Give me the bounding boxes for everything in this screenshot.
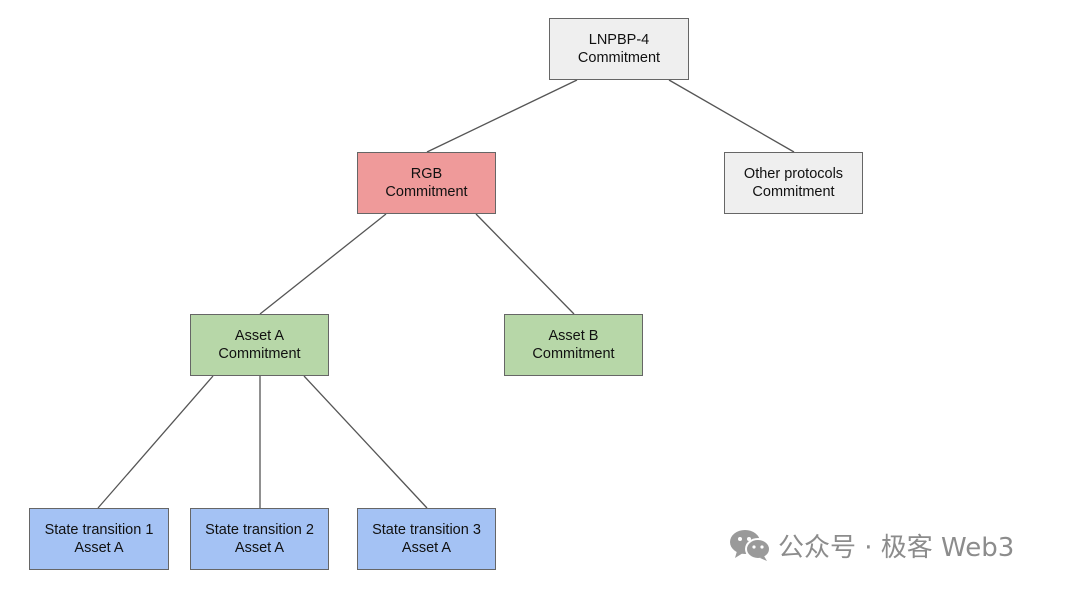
watermark-text: 公众号 · 极客 Web3 — [778, 532, 1015, 563]
node-state-transition-2: State transition 2 Asset A — [190, 508, 329, 570]
node-label-line1: Asset B — [548, 328, 599, 344]
node-label-line1: RGB — [410, 166, 443, 182]
node-label-line2: Commitment — [532, 346, 615, 362]
node-label-line2: Asset A — [401, 540, 452, 556]
edge-rgb-assetb — [475, 213, 575, 315]
node-label-line2: Commitment — [577, 50, 661, 66]
node-label-line2: Asset A — [234, 540, 285, 556]
edge-lnpbp-other — [668, 79, 795, 153]
node-state-transition-1: State transition 1 Asset A — [29, 508, 169, 570]
node-label-line1: Other protocols — [743, 166, 844, 182]
node-label-line2: Asset A — [74, 540, 124, 556]
node-lnpbp-4-commitment: LNPBP-4 Commitment — [549, 18, 689, 80]
node-other-protocols-commitment: Other protocols Commitment — [724, 152, 863, 214]
node-label-line1: Asset A — [234, 328, 285, 344]
edge-asseta-st3 — [303, 375, 428, 509]
node-rgb-commitment: RGB Commitment — [357, 152, 496, 214]
edge-asseta-st1 — [97, 375, 214, 509]
edge-lnpbp-rgb — [426, 79, 578, 153]
watermark: 公众号 · 极客 Web3 — [728, 528, 1015, 563]
node-label-line2: Commitment — [752, 184, 835, 200]
node-label-line1: LNPBP-4 — [588, 32, 650, 48]
node-label-line1: State transition 3 — [372, 522, 481, 538]
node-label-line2: Commitment — [218, 346, 301, 362]
node-label-line1: State transition 2 — [205, 522, 314, 538]
wechat-icon — [730, 530, 771, 561]
node-label-line2: Commitment — [385, 184, 468, 200]
node-state-transition-3: State transition 3 Asset A — [357, 508, 496, 570]
node-asset-b-commitment: Asset B Commitment — [504, 314, 643, 376]
node-label-line1: State transition 1 — [44, 522, 154, 538]
edge-rgb-asseta — [259, 213, 387, 315]
node-asset-a-commitment: Asset A Commitment — [190, 314, 329, 376]
